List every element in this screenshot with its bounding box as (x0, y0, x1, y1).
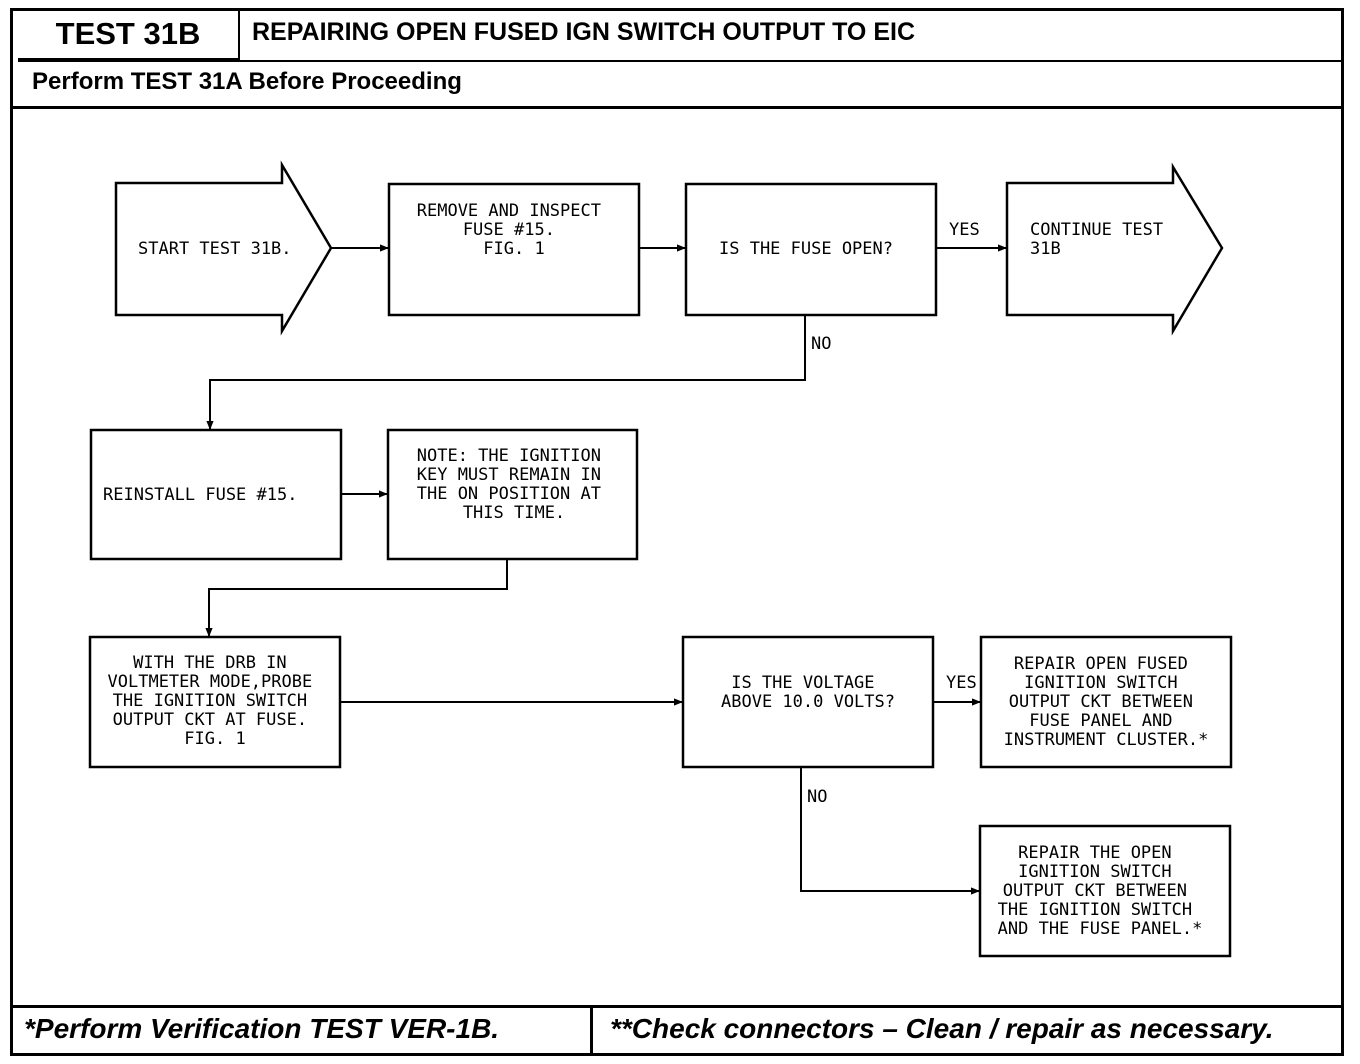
page-title: REPAIRING OPEN FUSED IGN SWITCH OUTPUT T… (252, 18, 916, 46)
probe-text: WITH THE DRB IN VOLTMETER MODE,PROBE THE… (108, 653, 323, 749)
prerequisite-note: Perform TEST 31A Before Proceeding (32, 68, 462, 95)
remove-inspect-box (387, 182, 641, 317)
probe-line: OUTPUT CKT AT FUSE. (113, 710, 307, 730)
remove-line: FIG. 1 (483, 239, 544, 259)
no-label-2: NO (807, 787, 827, 807)
probe-line: THE IGNITION SWITCH (113, 691, 307, 711)
continue-line: CONTINUE TEST (1030, 220, 1163, 240)
footer-verification-note: *Perform Verification TEST VER-1B. (24, 1013, 500, 1044)
fuse-open-decision-box (684, 182, 938, 317)
remove-inspect-text: REMOVE AND INSPECT FUSE #15. FIG. 1 (417, 201, 611, 259)
connector-note-probe (205, 559, 508, 637)
yes-label-1: YES (949, 220, 980, 240)
probe-line: WITH THE DRB IN (133, 653, 287, 673)
header-bottom-rule (13, 106, 1344, 109)
reinstall-text: REINSTALL FUSE #15. (103, 485, 297, 505)
note-box (386, 428, 639, 561)
connector-no-repair2 (800, 767, 980, 895)
repair-cluster-text: REPAIR OPEN FUSED IGNITION SWITCH OUTPUT… (1004, 654, 1209, 750)
repair1-line: IGNITION SWITCH (1024, 673, 1178, 693)
remove-line: REMOVE AND INSPECT (417, 201, 601, 221)
repair1-line: REPAIR OPEN FUSED (1014, 654, 1188, 674)
probe-line: VOLTMETER MODE,PROBE (108, 672, 313, 692)
repair2-line: THE IGNITION SWITCH (998, 900, 1192, 920)
voltage-line: IS THE VOLTAGE (731, 673, 874, 693)
start-line: START TEST 31B. (138, 239, 292, 259)
repair2-line: AND THE FUSE PANEL.* (998, 919, 1203, 939)
fuse-open-line: IS THE FUSE OPEN? (719, 239, 893, 259)
footer-rule (13, 1005, 1344, 1008)
remove-line: FUSE #15. (463, 220, 555, 240)
repair-cluster-box (979, 635, 1233, 769)
fuse-open-text: IS THE FUSE OPEN? (719, 239, 893, 259)
reinstall-box (89, 428, 343, 561)
yes-label-2: YES (946, 673, 977, 693)
repair2-line: OUTPUT CKT BETWEEN (1003, 881, 1187, 901)
repair-switch-text: REPAIR THE OPEN IGNITION SWITCH OUTPUT C… (998, 843, 1203, 939)
continue-arrow-shape (1005, 162, 1224, 336)
continue-line: 31B (1030, 239, 1061, 259)
footer-divider (590, 1005, 593, 1055)
voltage-text: IS THE VOLTAGE ABOVE 10.0 VOLTS? (721, 673, 895, 712)
note-line: THE ON POSITION AT (417, 484, 601, 504)
no-label-1: NO (811, 334, 831, 354)
header-divider (18, 60, 1344, 62)
note-line: THIS TIME. (463, 503, 565, 523)
connector-no-reinstall (206, 315, 806, 430)
repair1-line: FUSE PANEL AND (1029, 711, 1172, 731)
note-line: NOTE: THE IGNITION (417, 446, 601, 466)
start-text: START TEST 31B. (138, 239, 292, 259)
test-label: TEST 31B (18, 10, 240, 60)
probe-line: FIG. 1 (184, 729, 245, 749)
note-line: KEY MUST REMAIN IN (417, 465, 601, 485)
start-arrow-shape (114, 160, 333, 336)
voltage-decision-box (681, 635, 935, 769)
reinstall-line: REINSTALL FUSE #15. (103, 485, 297, 505)
repair2-line: IGNITION SWITCH (1018, 862, 1172, 882)
repair1-line: INSTRUMENT CLUSTER.* (1004, 730, 1209, 750)
page-frame (10, 8, 1344, 1056)
note-text: NOTE: THE IGNITION KEY MUST REMAIN IN TH… (417, 446, 611, 523)
repair1-line: OUTPUT CKT BETWEEN (1009, 692, 1193, 712)
footer-connector-note: **Check connectors – Clean / repair as n… (610, 1013, 1274, 1044)
voltage-line: ABOVE 10.0 VOLTS? (721, 692, 895, 712)
continue-text: CONTINUE TEST 31B (1030, 220, 1173, 259)
repair2-line: REPAIR THE OPEN (1018, 843, 1172, 863)
